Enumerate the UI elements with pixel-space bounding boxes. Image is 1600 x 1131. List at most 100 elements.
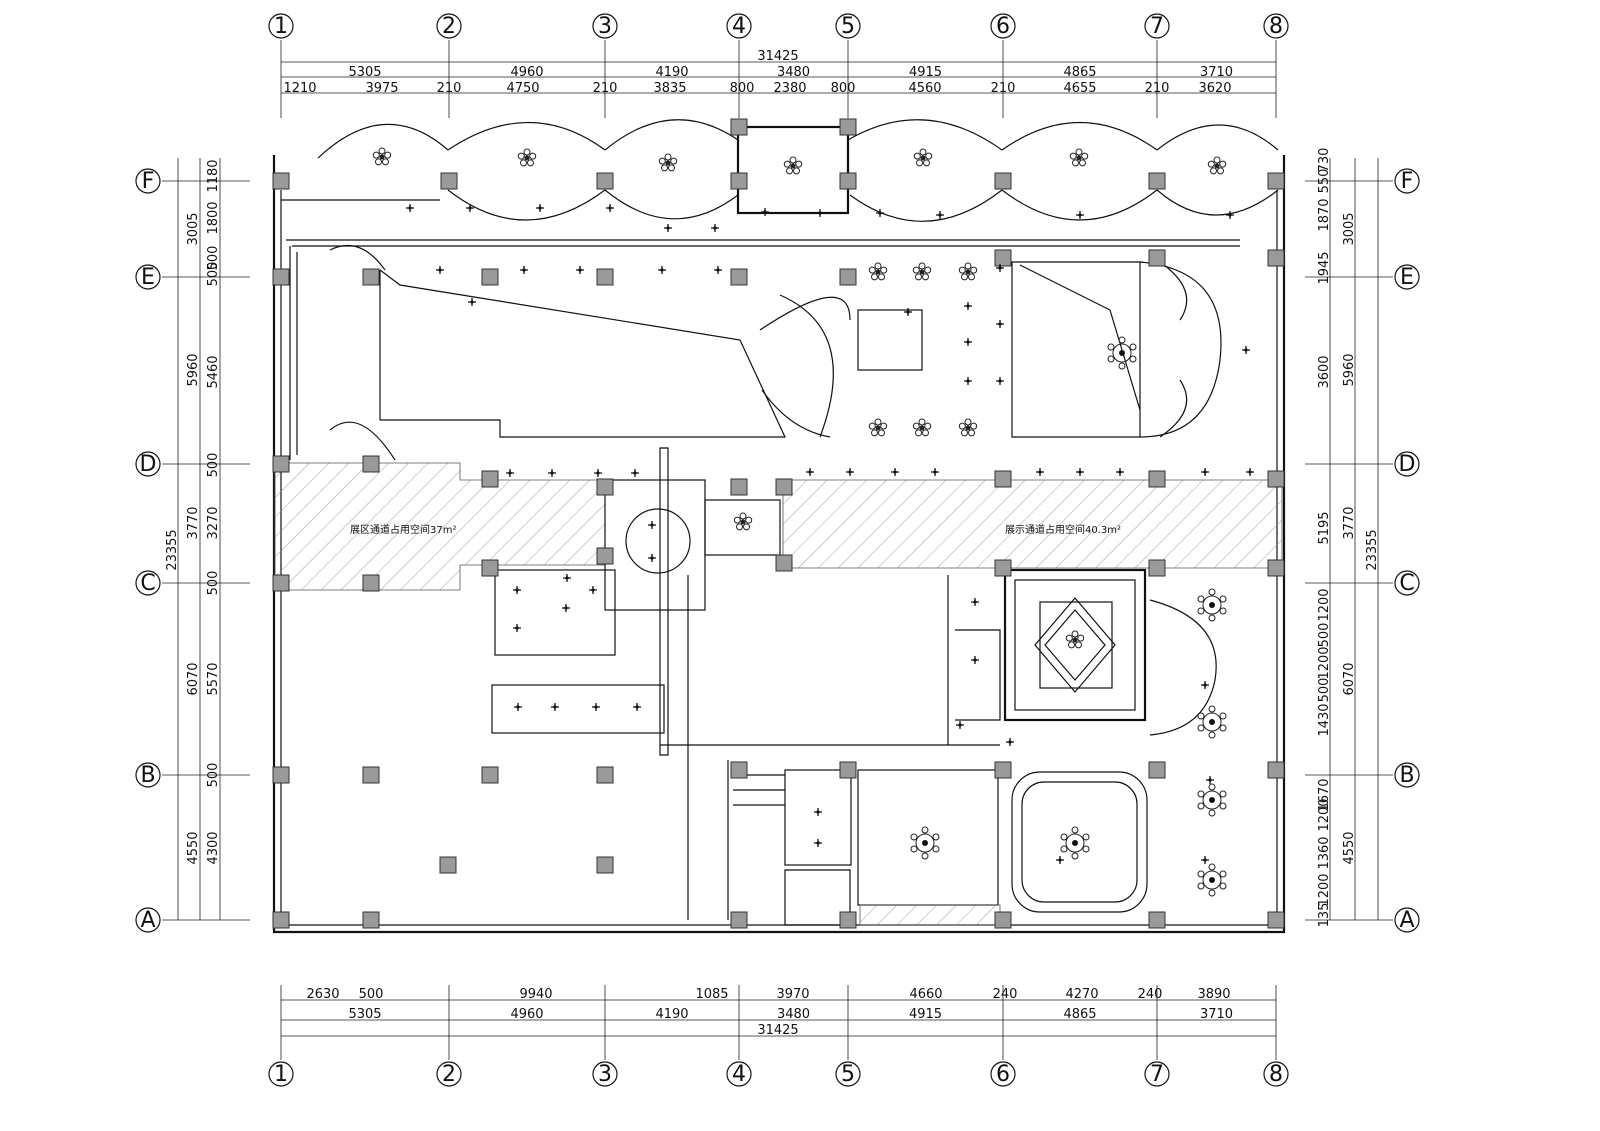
right-inner-13: 1360: [1317, 836, 1332, 869]
spotlight-16: [657, 265, 667, 275]
column-12: [481, 268, 499, 286]
row-bubble-right-E-label: E: [1400, 265, 1414, 290]
column-bubble-top-1: 1: [268, 13, 294, 39]
column-17: [1148, 249, 1166, 267]
column-51: [994, 911, 1012, 929]
row-bubble-right-B-label: B: [1399, 763, 1414, 788]
spotlight-13: [467, 297, 477, 307]
right-total-dim: 23355: [1365, 529, 1380, 570]
flower-lamp-10: [868, 418, 888, 437]
left-inner-6: 3270: [206, 506, 221, 539]
top-dim2-13: 3620: [1198, 81, 1231, 96]
center-rooms: [491, 447, 1000, 920]
right-inner-8: 1200: [1317, 646, 1332, 679]
left-outer-3: 6070: [186, 662, 201, 695]
left-total-dim: 23355: [165, 529, 180, 570]
column-33: [994, 559, 1012, 577]
column-bubble-top-1-label: 1: [274, 14, 288, 39]
column-bubble-top-3: 3: [592, 13, 618, 39]
column-bubble-top-3-label: 3: [598, 14, 612, 39]
bot-dim1-5: 4660: [909, 987, 942, 1002]
row-bubble-left-D: D: [135, 451, 161, 477]
right-inner-7: 500: [1317, 623, 1332, 648]
column-29: [362, 574, 380, 592]
column-38: [481, 766, 499, 784]
row-bubble-right-F: F: [1394, 168, 1420, 194]
right-inner-4: 3600: [1317, 355, 1332, 388]
top-dimension-lines: [281, 61, 1276, 94]
spotlight-10: [1075, 210, 1085, 220]
column-bubble-bottom-7: 7: [1144, 1061, 1170, 1087]
row-bubble-right-B: B: [1394, 762, 1420, 788]
column-48: [362, 911, 380, 929]
spotlight-19: [995, 319, 1005, 329]
flower-lamp-9: [958, 262, 978, 281]
column-bubble-bottom-6-label: 6: [996, 1062, 1010, 1087]
column-15: [839, 268, 857, 286]
bot-dim2-4: 4915: [909, 1007, 942, 1022]
right-corridor-label: 展示通道占用空间40.3m²: [1005, 523, 1121, 536]
long-hall: [329, 244, 851, 461]
spotlight-27: [547, 468, 557, 478]
top-dim2-6: 800: [730, 81, 755, 96]
bottom-total-dim: 31425: [757, 1023, 798, 1038]
bot-dim2-5: 4865: [1063, 1007, 1096, 1022]
column-1: [440, 172, 458, 190]
top-dim1-6: 3710: [1200, 65, 1233, 80]
column-32: [775, 554, 793, 572]
bot-dim1-2: 9940: [519, 987, 552, 1002]
column-35: [1267, 559, 1285, 577]
spotlight-8: [875, 208, 885, 218]
right-inner-6: 1200: [1317, 588, 1332, 621]
spotlight-44: [513, 702, 523, 712]
right-inner-9: 500: [1317, 678, 1332, 703]
spotlight-26: [505, 468, 515, 478]
row-bubble-left-B-label: B: [140, 763, 155, 788]
column-2: [596, 172, 614, 190]
column-44: [1267, 761, 1285, 779]
spotlight-36: [1115, 467, 1125, 477]
spotlight-56: [1205, 775, 1215, 785]
left-outer-2: 3770: [186, 506, 201, 539]
column-bubble-top-4-label: 4: [732, 14, 746, 39]
right-outer-0: 3005: [1342, 212, 1357, 245]
column-bubble-top-2: 2: [436, 13, 462, 39]
spotlight-32: [890, 467, 900, 477]
left-inner-10: 4300: [206, 831, 221, 864]
column-30: [481, 559, 499, 577]
column-bubble-bottom-3: 3: [592, 1061, 618, 1087]
side-dimension-lines: [177, 158, 1379, 920]
column-9: [1267, 172, 1285, 190]
column-49: [730, 911, 748, 929]
row-bubble-right-F-label: F: [1401, 169, 1414, 194]
row-bubble-right-C-label: C: [1399, 571, 1414, 596]
spotlight-51: [813, 838, 823, 848]
spotlight-21: [963, 337, 973, 347]
column-bubble-bottom-2: 2: [436, 1061, 462, 1087]
column-36: [272, 766, 290, 784]
left-inner-3: 500: [206, 262, 221, 287]
spotlight-41: [561, 603, 571, 613]
row-bubble-right-C: C: [1394, 570, 1420, 596]
top-dim2-4: 210: [593, 81, 618, 96]
spotlight-7: [815, 208, 825, 218]
row-bubble-right-A-label: A: [1399, 908, 1414, 933]
flower-lamp-11: [912, 418, 932, 437]
right-dims: 2335530055960377060704550730550187019453…: [1317, 148, 1380, 928]
spotlight-57: [1200, 855, 1210, 865]
spotlight-47: [632, 702, 642, 712]
flower-lamp-1: [517, 148, 537, 167]
top-dim2-3: 4750: [506, 81, 539, 96]
column-31: [596, 547, 614, 565]
row-bubble-left-B: B: [135, 762, 161, 788]
left-inner-7: 500: [206, 571, 221, 596]
flower-lamp-3: [783, 156, 803, 175]
right-inner-12: 1200: [1317, 798, 1332, 831]
left-inner-2: 500: [206, 246, 221, 271]
flower-lamp-2: [658, 153, 678, 172]
row-bubble-left-E-label: E: [141, 265, 155, 290]
